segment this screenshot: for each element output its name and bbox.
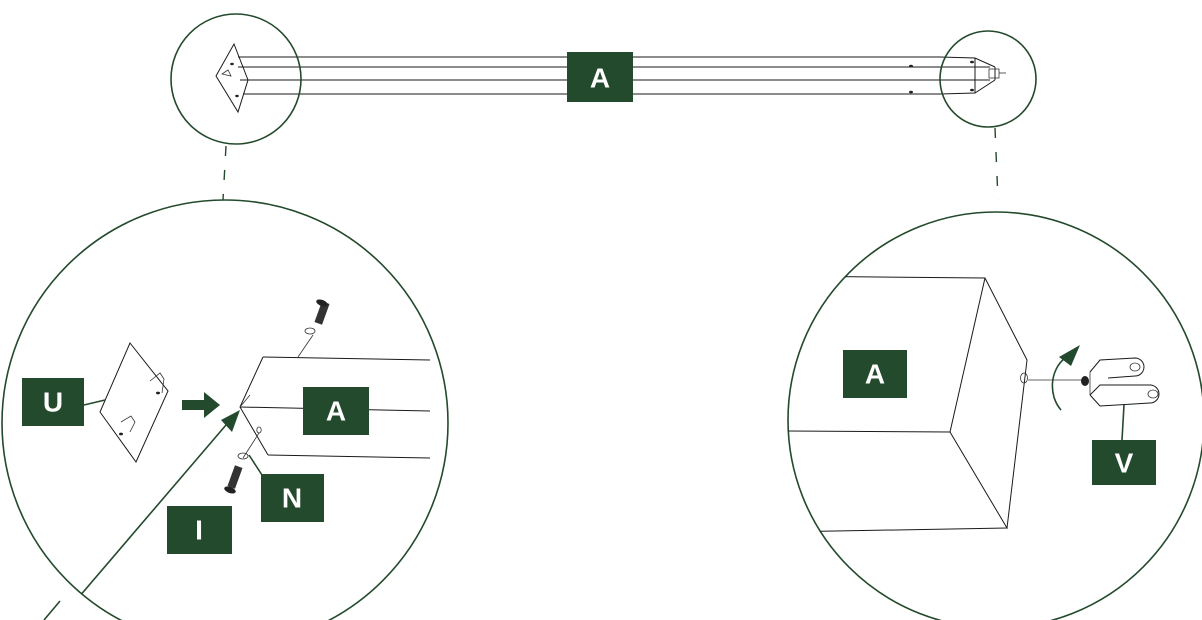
label-plate: U <box>22 378 84 426</box>
label-bracket-text: V <box>1115 448 1134 479</box>
bracket-part <box>1089 357 1160 407</box>
label-tube-right: A <box>843 350 907 398</box>
screw-bottom <box>224 432 260 494</box>
label-tube-right-text: A <box>865 359 885 390</box>
plate-part <box>99 342 169 463</box>
label-plate-text: U <box>43 387 63 418</box>
zoom-ring-left-small <box>170 13 302 145</box>
insert-arrow <box>182 392 220 418</box>
left-detail-contents <box>54 299 431 620</box>
connector-right <box>994 127 999 201</box>
leader-arrow-tail <box>43 600 61 620</box>
label-tube-left: A <box>303 387 369 435</box>
zoom-detail-left <box>1 199 449 620</box>
label-tube-top: A <box>567 52 633 102</box>
right-detail-contents <box>788 275 1160 533</box>
screw-top <box>297 299 330 358</box>
label-screw: I <box>167 506 232 554</box>
zoom-detail-right <box>787 211 1202 620</box>
label-tube-top-text: A <box>590 63 610 94</box>
leader-arrow <box>54 410 240 620</box>
zoom-ring-right-small <box>939 30 1037 128</box>
label-washer-text: N <box>282 483 302 514</box>
connector-left <box>222 145 227 201</box>
rotation-arrow <box>1051 345 1080 411</box>
label-screw-text: I <box>195 515 203 546</box>
label-washer: N <box>261 474 324 522</box>
label-tube-left-text: A <box>326 396 346 427</box>
label-bracket: V <box>1092 440 1156 485</box>
